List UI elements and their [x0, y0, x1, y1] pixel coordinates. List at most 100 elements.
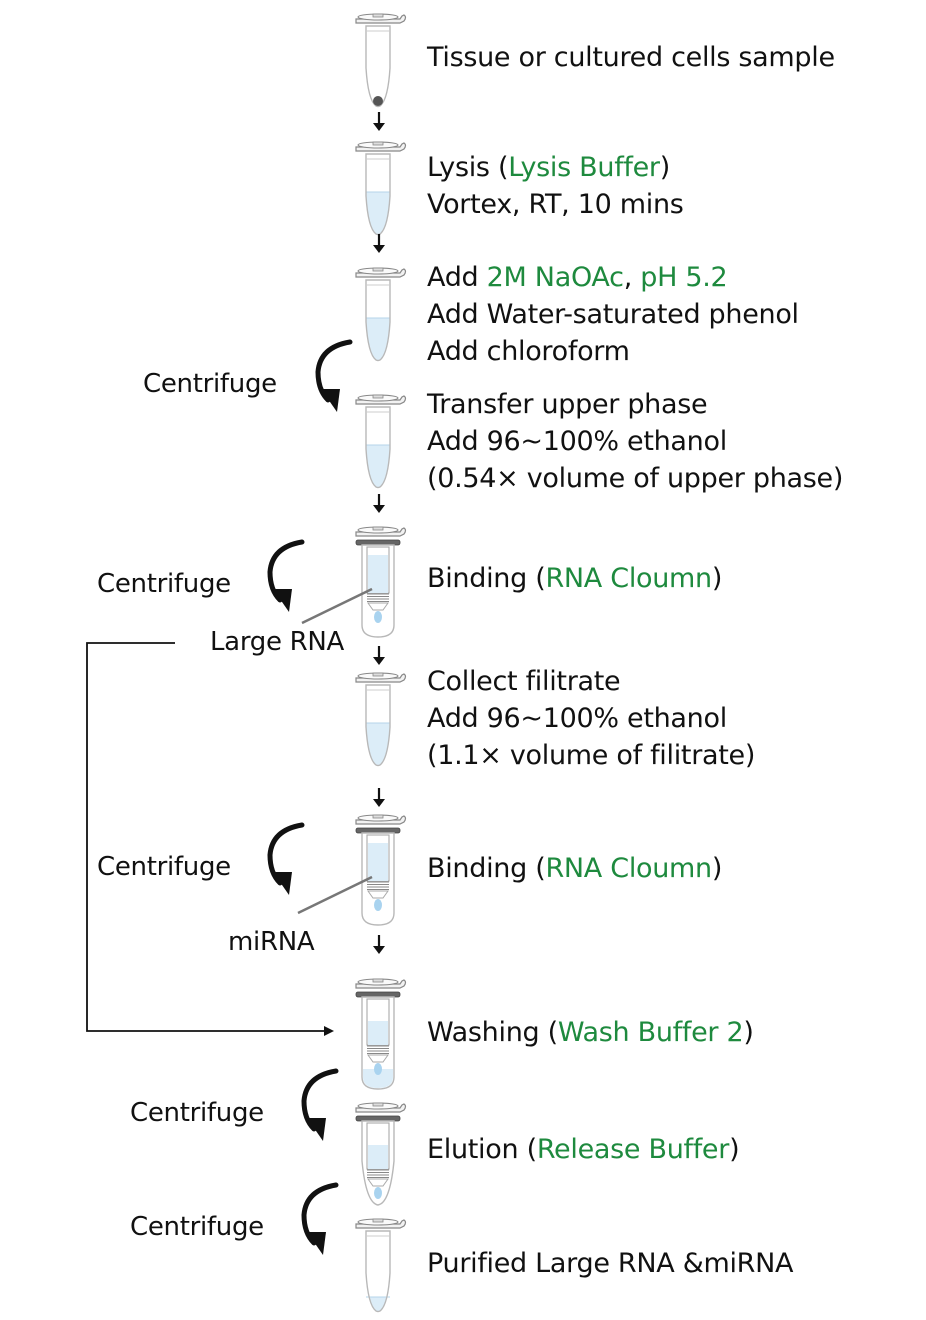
step-2-line-1: Lysis (Lysis Buffer) — [427, 152, 670, 183]
step-3-line-3: Add chloroform — [427, 336, 630, 367]
microcentrifuge-tube-icon — [355, 394, 407, 489]
step-text-segment: ) — [660, 152, 670, 183]
step-8: Washing (Wash Buffer 2) — [427, 1017, 754, 1048]
flowthrough-liquid — [363, 1069, 393, 1088]
centrifuge-label: Centrifuge — [130, 1098, 264, 1128]
step-text-segment: Add 96~100% ethanol — [427, 703, 727, 734]
column-collar — [355, 991, 401, 998]
step-2: Lysis (Lysis Buffer) Vortex, RT, 10 mins — [427, 152, 684, 220]
large-rna-annotation: Large RNA — [210, 587, 373, 657]
step-4-line-3: (0.54× volume of upper phase) — [427, 463, 843, 494]
curved-arrow-icon — [301, 1182, 339, 1255]
step-text-segment: Binding ( — [427, 563, 545, 594]
step-text-segment: ) — [743, 1017, 753, 1048]
centrifuge-label: Centrifuge — [97, 569, 231, 599]
centrifuge-step-2: Centrifuge — [97, 539, 305, 612]
centrifuge-label: Centrifuge — [130, 1212, 264, 1242]
step-text-segment: ) — [712, 563, 722, 594]
tubes — [355, 13, 407, 1313]
reagent-name: Lysis Buffer — [508, 152, 661, 183]
column-liquid — [368, 555, 388, 593]
microcentrifuge-tube-icon — [355, 1218, 407, 1313]
microcentrifuge-tube-icon — [355, 672, 407, 767]
step-4-line-1: Transfer upper phase — [426, 389, 707, 420]
centrifuge-step-3: Centrifuge — [97, 822, 305, 895]
step-text-segment: Purified Large RNA &miRNA — [427, 1248, 794, 1279]
step-3-line-2: Add Water-saturated phenol — [427, 299, 799, 330]
step-text-segment: Transfer upper phase — [426, 389, 707, 420]
drop — [374, 899, 382, 911]
column-collar — [355, 1115, 401, 1122]
microcentrifuge-tube-icon — [355, 141, 407, 236]
step-9: Elution (Release Buffer) — [427, 1134, 740, 1165]
centrifuge-step-5: Centrifuge — [130, 1182, 339, 1255]
step-6-line-2: Add 96~100% ethanol — [427, 703, 727, 734]
reagent-name: RNA Cloumn — [545, 853, 711, 884]
liquid — [366, 1297, 390, 1312]
drop — [374, 1063, 382, 1075]
step-9-line-1: Elution (Release Buffer) — [427, 1134, 739, 1165]
centrifuge-label: Centrifuge — [97, 852, 231, 882]
down-arrows — [373, 112, 385, 954]
step-text-segment: Add chloroform — [427, 336, 630, 367]
down-arrow-icon — [373, 646, 385, 665]
down-arrow-icon — [373, 788, 385, 807]
spin-column-icon — [355, 978, 407, 1090]
down-arrow-icon — [373, 494, 385, 513]
step-5-line-1: Binding (RNA Cloumn) — [427, 563, 722, 594]
step-5: Binding (RNA Cloumn) — [427, 563, 722, 594]
column-liquid — [368, 1145, 388, 1169]
mirna-pointer — [297, 875, 373, 915]
large-rna-label: Large RNA — [210, 627, 345, 657]
down-arrow-icon — [373, 935, 385, 954]
centrifuge-step-1: Centrifuge — [143, 339, 353, 412]
step-2-line-2: Vortex, RT, 10 mins — [427, 189, 684, 220]
reagent-name: Release Buffer — [537, 1134, 730, 1165]
step-text-segment: Binding ( — [427, 853, 545, 884]
reagent-name: 2M NaOAc — [487, 262, 624, 293]
curved-arrow-icon — [301, 1068, 339, 1141]
step-text-segment: ) — [729, 1134, 739, 1165]
curved-arrow-icon — [267, 539, 305, 612]
step-7: Binding (RNA Cloumn) — [427, 853, 722, 884]
centrifuge-step-4: Centrifuge — [130, 1068, 339, 1141]
large-rna-pointer — [301, 587, 373, 625]
step-6-line-1: Collect filitrate — [427, 666, 620, 697]
step-4-line-2: Add 96~100% ethanol — [427, 426, 727, 457]
curved-arrow-icon — [267, 822, 305, 895]
curved-arrow-icon — [315, 339, 353, 412]
column-liquid — [368, 843, 388, 881]
step-text-segment: Washing ( — [427, 1017, 558, 1048]
spin-column-icon — [355, 526, 407, 638]
step-text-segment: Add Water-saturated phenol — [427, 299, 799, 330]
step-text-segment: Elution ( — [427, 1134, 537, 1165]
mirna-label: miRNA — [228, 927, 315, 957]
step-text-segment: (1.1× volume of filitrate) — [427, 740, 755, 771]
column-collar — [355, 539, 401, 546]
reagent-name: RNA Cloumn — [545, 563, 711, 594]
reagent-name: pH 5.2 — [640, 262, 727, 293]
step-text-segment: (0.54× volume of upper phase) — [427, 463, 843, 494]
step-text-segment: ) — [712, 853, 722, 884]
centrifuge-steps: CentrifugeCentrifugeCentrifugeCentrifuge… — [97, 339, 353, 1255]
microcentrifuge-tube-icon — [355, 13, 407, 108]
step-text-segment: Lysis ( — [427, 152, 508, 183]
reagent-name: Wash Buffer 2 — [558, 1017, 744, 1048]
step-1-line-1: Tissue or cultured cells sample — [426, 42, 835, 73]
column-collar — [355, 827, 401, 834]
step-10: Purified Large RNA &miRNA — [427, 1248, 794, 1279]
step-1: Tissue or cultured cells sample — [426, 42, 835, 73]
down-arrow-icon — [373, 112, 385, 131]
large-rna-flow-connector — [86, 642, 334, 1036]
large-rna-flow-line — [86, 642, 334, 1036]
drop — [374, 1187, 382, 1199]
centrifuge-label: Centrifuge — [143, 369, 277, 399]
step-text-segment: , — [624, 262, 641, 293]
column-liquid — [368, 1021, 388, 1045]
step-text-segment: Tissue or cultured cells sample — [426, 42, 835, 73]
